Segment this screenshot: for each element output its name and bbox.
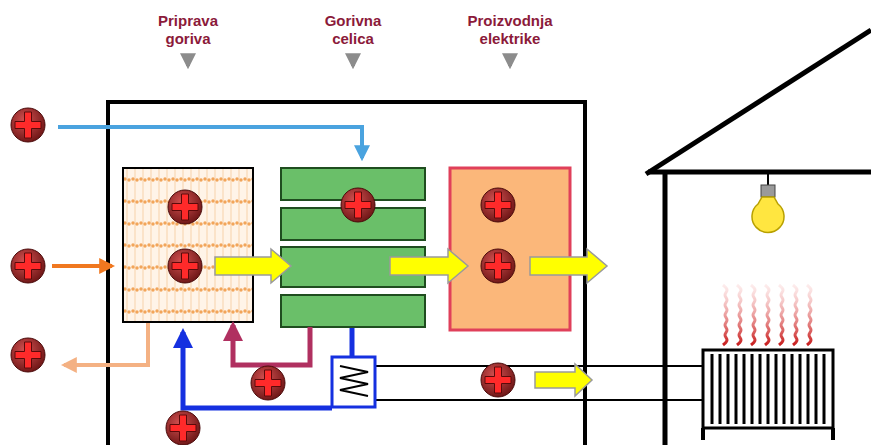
fuel-inlet-pipe xyxy=(52,264,112,268)
house-ceiling xyxy=(648,170,871,175)
heating-pipe xyxy=(375,365,705,367)
radiator-fin xyxy=(751,354,754,424)
radiator-fin xyxy=(735,354,738,424)
stage-box-area xyxy=(123,168,253,322)
heat-wave xyxy=(765,285,769,345)
recycle-pipe xyxy=(233,325,310,365)
heat-wave xyxy=(737,285,741,345)
light-bulb xyxy=(752,174,784,232)
heating-pipe xyxy=(375,399,705,401)
flow-arrow xyxy=(390,249,468,283)
radiator-fin xyxy=(783,354,786,424)
stage-box-area xyxy=(450,168,570,330)
plus-marker xyxy=(341,188,375,222)
heat-waves xyxy=(723,285,811,345)
radiator-body xyxy=(703,350,833,428)
heat-exchanger xyxy=(332,357,375,407)
plus-marker xyxy=(168,190,202,224)
process-column: Priprava goriva xyxy=(123,0,253,322)
heading-pointer xyxy=(351,54,355,66)
radiator-fin xyxy=(799,354,802,424)
system-housing xyxy=(108,102,585,445)
radiator-fin xyxy=(719,354,722,424)
reformer-box xyxy=(123,168,253,322)
heading-pointer xyxy=(508,54,512,66)
flow-arrow xyxy=(215,249,291,283)
power-arrow xyxy=(530,249,607,283)
plus-marker xyxy=(11,108,45,142)
radiator xyxy=(703,350,833,440)
radiator-foot xyxy=(831,428,835,440)
marker-group xyxy=(11,108,515,445)
heading-pointer xyxy=(186,54,190,66)
radiator-fin xyxy=(775,354,778,424)
cell-plate xyxy=(281,295,425,327)
heat-wave xyxy=(751,285,755,345)
heat-wave xyxy=(779,285,783,345)
stage-heading: Priprava goriva xyxy=(138,12,238,48)
radiator-fin xyxy=(727,354,730,424)
stage-heading: Gorivna celica xyxy=(303,12,403,48)
heat-arrow xyxy=(535,364,592,396)
process-column: Proizvodnja elektrike xyxy=(450,0,570,330)
plus-marker xyxy=(166,411,200,445)
radiator-fin xyxy=(815,354,818,424)
coolant-pipe xyxy=(350,327,355,357)
stage-box-area xyxy=(281,168,425,327)
heading-pointer xyxy=(188,54,510,66)
heat-wave xyxy=(807,285,811,345)
radiator-fin xyxy=(823,354,826,424)
radiator-fin xyxy=(711,354,714,424)
plus-marker xyxy=(168,249,202,283)
exhaust-pipe xyxy=(64,322,148,365)
fuel-cell-stack xyxy=(281,168,425,327)
air-inlet-pipe xyxy=(58,127,362,158)
plus-marker xyxy=(251,366,285,400)
bulb-wire xyxy=(767,174,769,186)
radiator-fin xyxy=(791,354,794,424)
house-roof xyxy=(646,30,871,174)
house-wall xyxy=(663,172,668,445)
inverter-box xyxy=(450,168,570,330)
stage-heading: Proizvodnja elektrike xyxy=(460,12,560,48)
radiator-fin xyxy=(743,354,746,424)
heat-wave xyxy=(723,285,727,345)
radiator-fin xyxy=(807,354,810,424)
process-column: Gorivna celica xyxy=(281,0,425,327)
radiator-foot xyxy=(701,428,705,440)
bulb-glass xyxy=(752,197,784,232)
heat-wave xyxy=(793,285,797,345)
heat-exchanger-coil xyxy=(340,366,368,396)
plus-marker xyxy=(481,188,515,222)
plus-marker xyxy=(11,249,45,283)
plus-marker xyxy=(481,249,515,283)
radiator-fin xyxy=(767,354,770,424)
house xyxy=(646,30,871,445)
plus-marker xyxy=(11,338,45,372)
bulb-base xyxy=(761,185,775,197)
plus-marker xyxy=(481,363,515,397)
radiator-fin xyxy=(759,354,762,424)
